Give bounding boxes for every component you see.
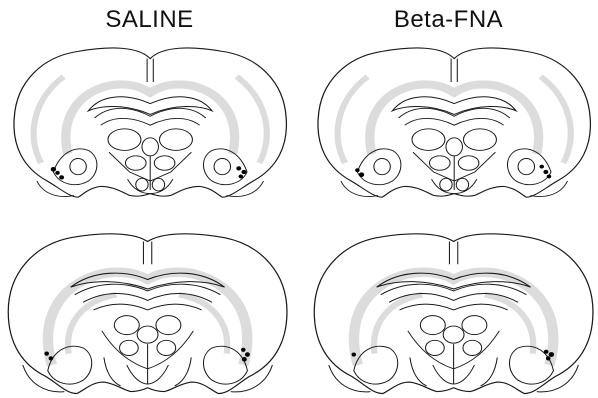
marker-dot bbox=[55, 171, 60, 175]
marker-dot bbox=[242, 357, 247, 362]
saline-section-lower bbox=[8, 234, 287, 394]
marker-dot bbox=[546, 356, 551, 360]
marker-dot bbox=[241, 170, 246, 174]
beta-fna-section-upper bbox=[318, 48, 590, 197]
beta-fna-upper-markers bbox=[355, 165, 551, 179]
marker-dot bbox=[359, 172, 364, 177]
beta-fna-section-lower bbox=[314, 234, 593, 394]
saline-section-upper bbox=[14, 48, 286, 197]
marker-dot bbox=[547, 175, 552, 179]
marker-dot bbox=[549, 352, 554, 357]
beta-fna-lower-markers bbox=[351, 350, 554, 361]
marker-dot bbox=[49, 356, 54, 360]
marker-dot bbox=[245, 352, 250, 357]
marker-dot bbox=[539, 165, 544, 169]
marker-dot bbox=[236, 166, 241, 170]
marker-dot bbox=[351, 352, 356, 356]
marker-dot bbox=[51, 167, 56, 172]
marker-dot bbox=[44, 352, 49, 356]
marker-dot bbox=[543, 170, 548, 174]
marker-dot bbox=[239, 175, 244, 179]
marker-dot bbox=[59, 175, 64, 179]
marker-dot bbox=[241, 348, 246, 352]
marker-dot bbox=[355, 168, 360, 172]
marker-dot bbox=[544, 350, 549, 354]
